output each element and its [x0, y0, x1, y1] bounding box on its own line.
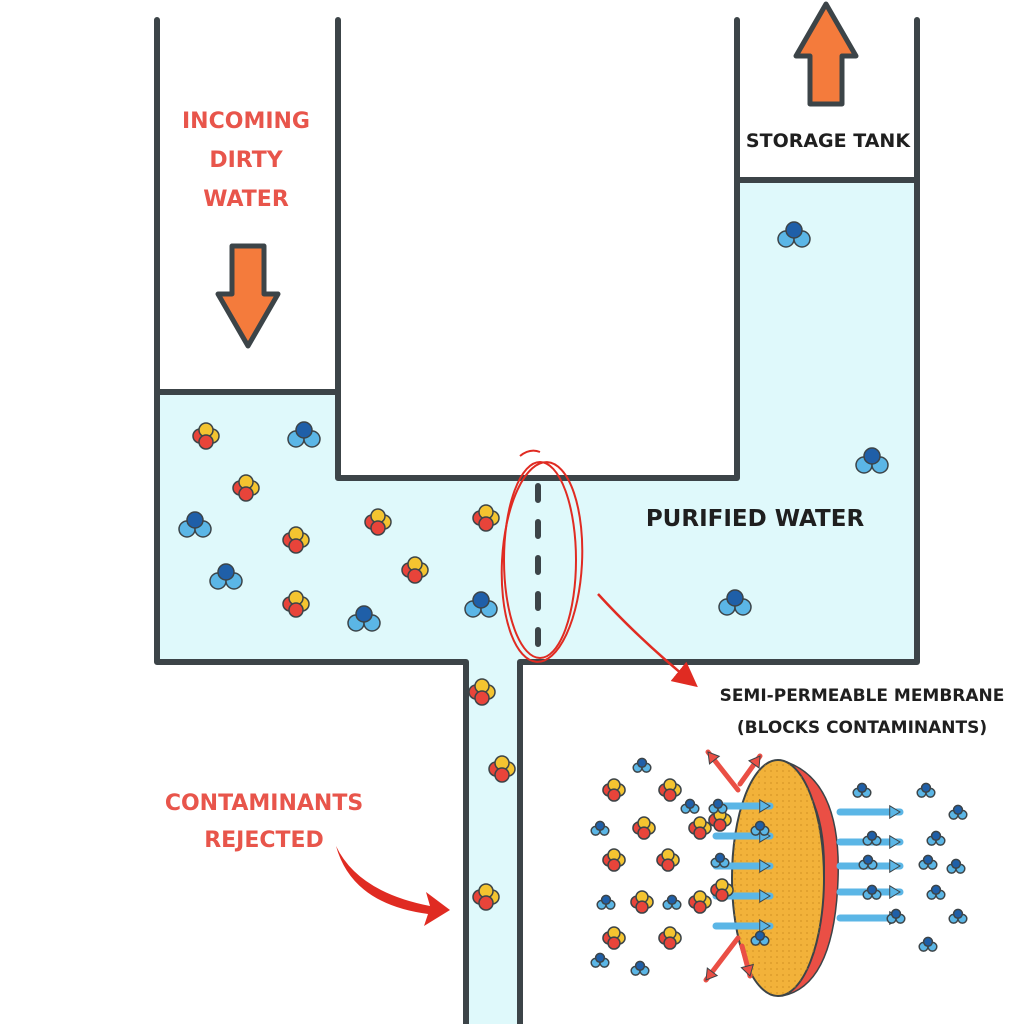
flow-arrow-head [759, 798, 771, 814]
water-molecule-icon [918, 936, 938, 952]
water-molecule-icon [718, 589, 752, 616]
contaminant-molecule-icon [472, 504, 500, 532]
contaminant-molecule-icon [602, 778, 626, 802]
up-arrow-icon [793, 1, 859, 107]
contaminant-molecule-icon [472, 883, 500, 911]
down-arrow-icon [215, 243, 281, 349]
flow-arrow-head [747, 755, 761, 769]
contaminant-molecule-icon [710, 878, 734, 902]
pipe-outline [154, 17, 920, 1024]
water-molecule-icon [858, 854, 878, 870]
incoming-label-line1: INCOMING [182, 109, 310, 134]
flow-arrow-head [707, 751, 721, 765]
water-molecule-icon [926, 884, 946, 900]
water-molecule-icon [886, 908, 906, 924]
water-molecule-icon [855, 447, 889, 474]
water-molecule-icon [918, 854, 938, 870]
water-molecule-icon [347, 605, 381, 632]
water-molecule-icon [916, 782, 936, 798]
flow-arrow-head [759, 918, 771, 934]
contaminant-molecule-icon [630, 890, 654, 914]
contaminant-molecule-icon [658, 778, 682, 802]
membrane-detail-molecules [590, 757, 968, 976]
water-molecule-icon [946, 858, 966, 874]
contaminant-molecule-icon [364, 508, 392, 536]
water-molecule-icon [596, 894, 616, 910]
contaminant-molecule-icon [488, 755, 516, 783]
contaminant-molecule-icon [632, 816, 656, 840]
contaminant-molecule-icon [658, 926, 682, 950]
contaminant-molecule-icon [688, 816, 712, 840]
flow-arrow-head [889, 858, 901, 874]
incoming-label-line2: DIRTY [209, 148, 283, 173]
water-molecule-icon [178, 511, 212, 538]
contaminant-molecule-icon [602, 926, 626, 950]
contaminant-molecule-icon [656, 848, 680, 872]
water-molecule-icon [948, 908, 968, 924]
water-molecule-icon [852, 782, 872, 798]
membrane-highlight [500, 449, 584, 663]
contaminant-molecules [192, 422, 516, 911]
contaminant-molecule-icon [602, 848, 626, 872]
water-molecule-icon [590, 952, 610, 968]
contaminant-molecule-icon [282, 526, 310, 554]
water-molecule-icon [708, 798, 728, 814]
storage-tank-label: STORAGE TANK [746, 130, 911, 152]
water-molecule-icon [630, 960, 650, 976]
water-molecule-icon [750, 930, 770, 946]
rejected-label-line1: CONTAMINANTS [165, 791, 363, 816]
flow-arrow-head [889, 884, 901, 900]
water-molecule-icon [862, 884, 882, 900]
flow-arrow-head [889, 834, 901, 850]
incoming-label-line3: WATER [203, 187, 289, 212]
water-molecules [178, 221, 889, 632]
flow-arrow-head [759, 888, 771, 904]
membrane-label-line2: (BLOCKS CONTAMINANTS) [737, 718, 987, 738]
callout-arrow [597, 593, 698, 688]
membrane-label-line1: SEMI-PERMEABLE MEMBRANE [720, 686, 1005, 706]
flow-arrow-head [759, 858, 771, 874]
water-molecule-icon [777, 221, 811, 248]
rejected-label-line2: REJECTED [204, 828, 324, 853]
contaminant-molecule-icon [468, 678, 496, 706]
water-molecule-icon [750, 820, 770, 836]
water-molecule-icon [710, 852, 730, 868]
water-molecule-icon [590, 820, 610, 836]
water-molecule-icon [662, 894, 682, 910]
water-molecule-icon [464, 591, 498, 618]
flow-arrow-head [740, 963, 755, 977]
contaminant-molecule-icon [688, 890, 712, 914]
contaminant-molecule-icon [192, 422, 220, 450]
contaminant-molecule-icon [282, 590, 310, 618]
water-molecule-icon [680, 798, 700, 814]
contaminant-molecule-icon [401, 556, 429, 584]
water-molecule-icon [926, 830, 946, 846]
flow-arrow-head [889, 804, 901, 820]
water-molecule-icon [287, 421, 321, 448]
water-molecule-icon [632, 757, 652, 773]
contaminant-molecule-icon [232, 474, 260, 502]
water-molecule-icon [862, 830, 882, 846]
purified-water-label: PURIFIED WATER [646, 506, 865, 532]
water-molecule-icon [209, 563, 243, 590]
flow-arrow-head [705, 967, 719, 981]
rejected-arrow [336, 846, 450, 926]
water-molecule-icon [948, 804, 968, 820]
